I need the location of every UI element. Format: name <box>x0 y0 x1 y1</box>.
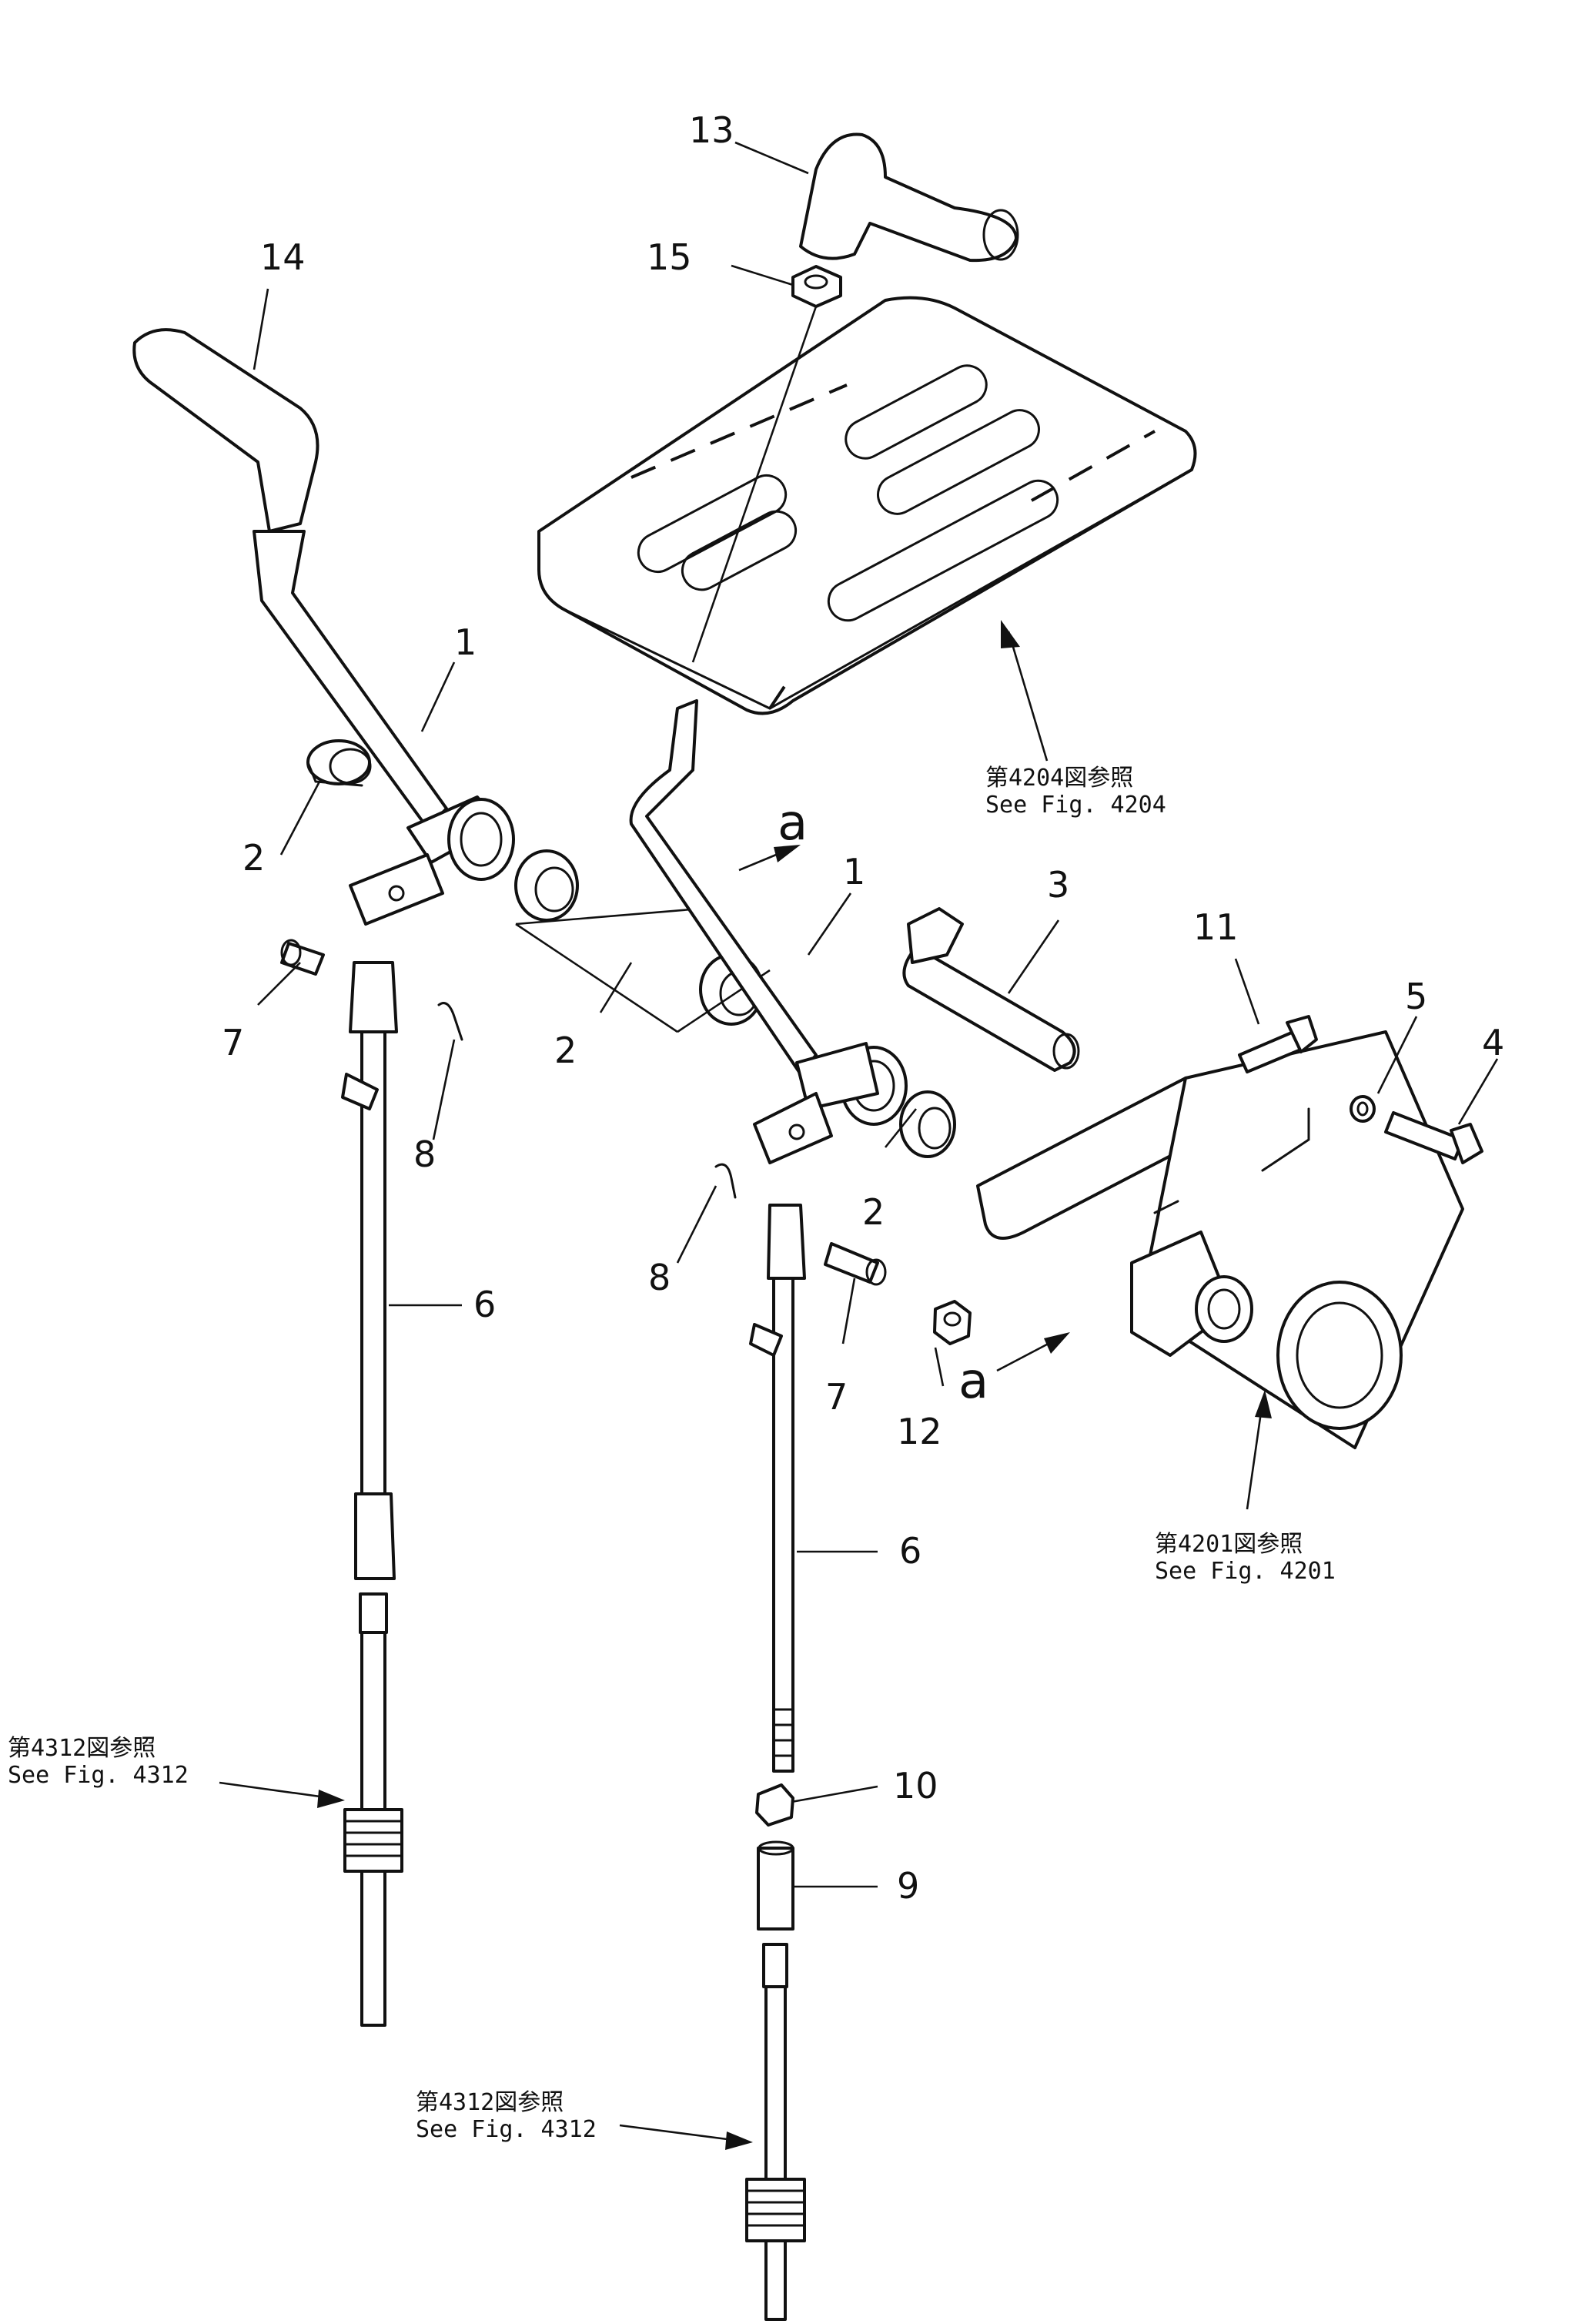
callout-2-mid: 2 <box>554 1030 577 1071</box>
ref-fig-4312-bottom-jp: 第4312図参照 <box>416 2089 564 2116</box>
callout-3: 3 <box>1047 864 1069 906</box>
rod-6-right <box>749 1204 806 1773</box>
ref-fig-4201-en: See Fig. 4201 <box>1155 1558 1336 1585</box>
view-letter-a-top: a <box>778 795 808 852</box>
shaft-3 <box>902 907 1080 1072</box>
callout-5: 5 <box>1405 976 1427 1017</box>
callout-1-left: 1 <box>454 621 477 663</box>
cable-left <box>343 1592 403 2027</box>
callout-2-right: 2 <box>862 1191 885 1233</box>
callout-6-left: 6 <box>473 1284 496 1325</box>
ref-fig-4312-left-jp: 第4312図参照 <box>8 1735 156 1762</box>
callout-11: 11 <box>1193 906 1239 948</box>
washer-5 <box>1350 1095 1376 1123</box>
callout-15: 15 <box>647 236 692 278</box>
ref-fig-4204-en: See Fig. 4204 <box>985 792 1166 819</box>
bushing-2-right <box>899 1090 956 1158</box>
ref-fig-4204-jp: 第4204図参照 <box>985 765 1133 792</box>
knob-13 <box>799 132 1019 263</box>
pin-7-left <box>280 939 325 976</box>
lever-1-right <box>629 699 908 1164</box>
callout-8-right: 8 <box>648 1257 671 1298</box>
ref-fig-4201-jp: 第4201図参照 <box>1155 1531 1303 1558</box>
reference-arrows <box>219 620 1272 2150</box>
callout-14: 14 <box>260 236 306 278</box>
callout-12: 12 <box>897 1411 942 1452</box>
lever-14 <box>132 328 448 829</box>
leader-lines <box>253 141 1499 1888</box>
callout-2-left: 2 <box>242 837 265 879</box>
bracket-housing <box>976 1030 1464 1449</box>
bushing-2-left <box>306 739 372 787</box>
ref-fig-4201: 第4201図参照 See Fig. 4201 <box>1155 1531 1336 1585</box>
cotter-pin-8-left <box>437 1002 463 1041</box>
cover-panel <box>537 296 1197 715</box>
callout-13: 13 <box>689 109 734 151</box>
bolt-4 <box>1384 1111 1483 1164</box>
ref-fig-4312-bottom: 第4312図参照 See Fig. 4312 <box>416 2089 597 2143</box>
view-letter-a-bottom: a <box>958 1353 988 1410</box>
callout-6-right: 6 <box>899 1530 921 1572</box>
callout-7-left: 7 <box>222 1022 244 1063</box>
callout-10: 10 <box>893 1765 938 1807</box>
nut-15 <box>791 265 842 308</box>
callout-1-right: 1 <box>843 851 865 892</box>
callout-4: 4 <box>1482 1022 1504 1063</box>
ref-fig-4312-left: 第4312図参照 See Fig. 4312 <box>8 1735 189 1789</box>
nut-10 <box>755 1783 794 1827</box>
bolt-11 <box>1238 1015 1318 1073</box>
cable-bottom <box>745 1943 806 2321</box>
sleeve-9 <box>757 1840 794 1931</box>
pin-7-right <box>824 1242 887 1286</box>
nut-12 <box>933 1300 972 1345</box>
rod-6-left <box>341 961 398 1580</box>
callout-9: 9 <box>897 1865 919 1907</box>
leader-15-rod <box>691 306 818 663</box>
bushing-2-mid-a <box>514 849 579 922</box>
callout-8-left: 8 <box>413 1134 436 1175</box>
callout-7-right: 7 <box>825 1376 848 1418</box>
ref-fig-4312-left-en: See Fig. 4312 <box>8 1762 189 1789</box>
lever-1-left <box>349 795 515 926</box>
cotter-pin-8-right <box>714 1163 737 1199</box>
ref-fig-4312-bottom-en: See Fig. 4312 <box>416 2116 597 2143</box>
ref-fig-4204: 第4204図参照 See Fig. 4204 <box>985 765 1166 819</box>
